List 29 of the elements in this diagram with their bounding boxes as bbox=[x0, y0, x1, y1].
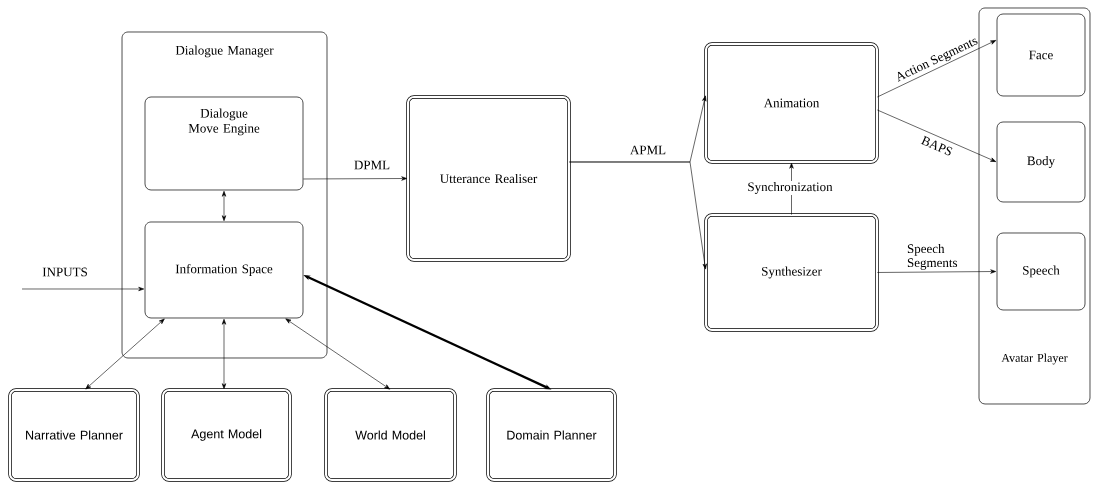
process-box: Body bbox=[996, 121, 1086, 203]
arrow bbox=[21, 286, 145, 292]
arrow bbox=[303, 176, 408, 181]
module-box: Domain Planner bbox=[486, 388, 617, 482]
arrow bbox=[877, 40, 997, 98]
process-box: Synthesizer bbox=[704, 213, 879, 332]
arrow bbox=[877, 269, 997, 274]
module-box: World Model bbox=[324, 388, 457, 482]
arrow bbox=[85, 318, 165, 390]
arrow bbox=[221, 318, 227, 390]
edge-label: BAPS bbox=[920, 135, 953, 156]
edge-label: INPUTS bbox=[42, 267, 87, 277]
process-box: Face bbox=[996, 13, 1086, 97]
arrow bbox=[877, 109, 997, 162]
arrow bbox=[221, 190, 227, 222]
edge-label: Speech Segments bbox=[907, 243, 958, 270]
process-box: Dialogue Move Engine bbox=[144, 96, 304, 191]
process-box: Animation bbox=[704, 42, 879, 164]
edge-label: Synchronization bbox=[746, 181, 834, 195]
process-box: Speech bbox=[996, 232, 1086, 311]
process-box: Utterance Realiser bbox=[406, 95, 571, 262]
module-box: Narrative Planner bbox=[8, 388, 140, 482]
module-box: Agent Model bbox=[161, 388, 292, 482]
arrow bbox=[789, 162, 794, 215]
edge-label: APML bbox=[630, 145, 666, 155]
arrow bbox=[285, 318, 391, 390]
arrow bbox=[569, 161, 707, 270]
edge-label: DPML bbox=[354, 160, 390, 170]
process-box: Information Space bbox=[144, 221, 304, 319]
